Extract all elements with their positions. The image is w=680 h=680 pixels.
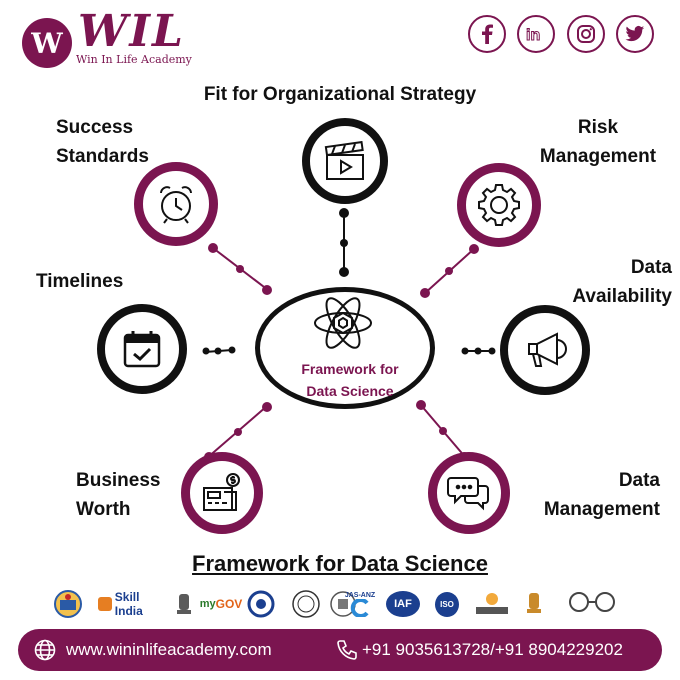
partner-jas-anz: JAS-ANZ <box>340 588 380 620</box>
partner-national-emblem <box>170 588 198 620</box>
node-business-worth <box>181 452 263 534</box>
logo-wordmark: WIL <box>78 6 185 57</box>
node-fit-strategy <box>302 118 388 204</box>
clapperboard-icon <box>324 141 364 180</box>
logo-badge: W <box>22 18 72 68</box>
partner-vigilance-seal <box>286 588 326 620</box>
footer-bar: www.wininlifeacademy.com +91 9035613728/… <box>18 629 662 671</box>
atom-icon <box>314 297 372 349</box>
phone-icon <box>337 640 357 660</box>
partner-iso: ISO <box>430 588 464 620</box>
partner-msme-logo <box>470 588 514 620</box>
chat-bubbles-icon <box>447 477 489 511</box>
label-timelines: Timelines <box>36 271 124 292</box>
node-data-availability <box>500 305 590 395</box>
linkedin-icon[interactable]: in <box>517 15 555 53</box>
logo-tagline: Win In Life Academy <box>76 53 192 66</box>
facebook-icon[interactable] <box>468 15 506 53</box>
partner-swachh-bharat-logo <box>556 588 628 620</box>
node-data-management <box>428 452 510 534</box>
instagram-icon[interactable] <box>567 15 605 53</box>
partner-iaf: IAF <box>380 588 426 620</box>
megaphone-icon <box>528 332 567 367</box>
partner-emblem-logo <box>42 588 94 620</box>
alarm-clock-icon <box>160 186 192 224</box>
gear-icon <box>478 184 520 226</box>
phone-numbers[interactable]: +91 9035613728/+91 8904229202 <box>362 640 623 659</box>
partner-cvc-logo <box>246 588 276 620</box>
twitter-icon[interactable] <box>616 15 654 53</box>
website-link[interactable]: www.wininlifeacademy.com <box>66 640 272 659</box>
node-risk-management <box>457 163 541 247</box>
node-success-standards <box>134 162 218 246</box>
calendar-check-icon <box>123 331 161 368</box>
partner-skill-india: Skill India <box>98 588 170 620</box>
label-fit-strategy: Fit for Organizational Strategy <box>203 84 477 105</box>
cash-register-icon <box>203 473 240 511</box>
globe-icon <box>34 639 56 661</box>
node-timelines <box>97 304 187 394</box>
skill-india-icon <box>98 597 112 611</box>
partner-niti-aayog-emblem <box>520 588 548 620</box>
main-title: Framework for Data Science <box>192 551 488 576</box>
svg-text:in: in <box>526 27 540 42</box>
